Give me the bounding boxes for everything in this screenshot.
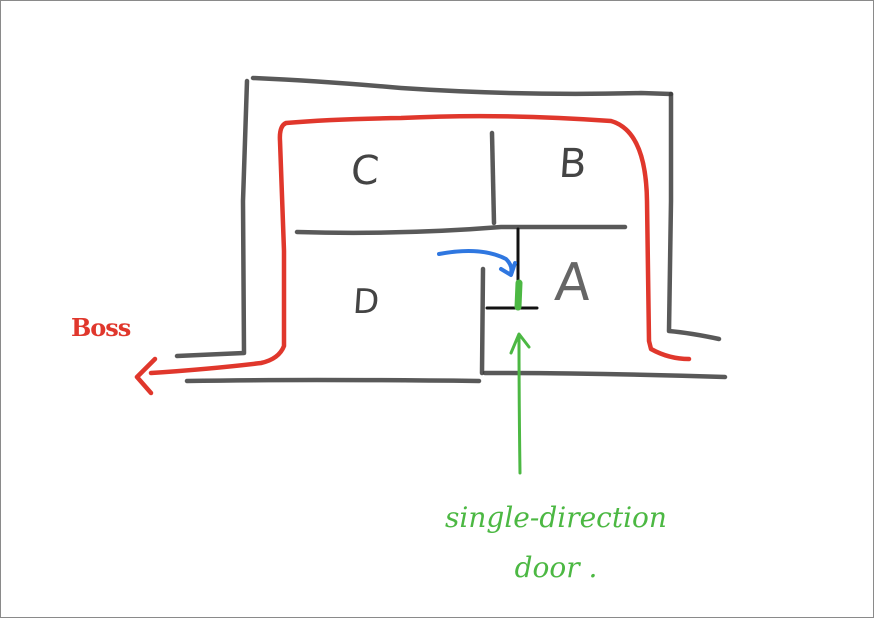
door-annotation-line2: door . <box>514 551 598 585</box>
room-label-a: A <box>552 253 593 313</box>
door-annotation: single-direction door . <box>421 493 691 594</box>
room-label-b: B <box>557 141 589 187</box>
outer-wall-bottom-left <box>184 377 482 384</box>
outer-wall-bottom-right <box>482 370 728 380</box>
room-label-c: C <box>349 148 381 194</box>
outer-wall-left <box>174 78 250 359</box>
boss-arrowhead-icon <box>134 356 158 396</box>
door-annotation-line1: single-direction <box>445 501 667 534</box>
single-direction-door <box>514 279 523 311</box>
blue-arrowhead-icon <box>499 261 517 277</box>
outer-wall-top <box>250 75 674 97</box>
room-label-d: D <box>351 282 381 322</box>
boss-label: Boss <box>71 313 131 342</box>
outer-wall-right <box>666 91 722 342</box>
route-to-boss <box>148 113 692 376</box>
wall-d-a-divider <box>479 266 486 376</box>
door-pointer-arrowhead-icon <box>509 332 531 355</box>
wall-c-b-divider <box>489 130 497 226</box>
wall-middle-horizontal <box>294 224 628 236</box>
door-pointer-arrow <box>517 334 522 475</box>
